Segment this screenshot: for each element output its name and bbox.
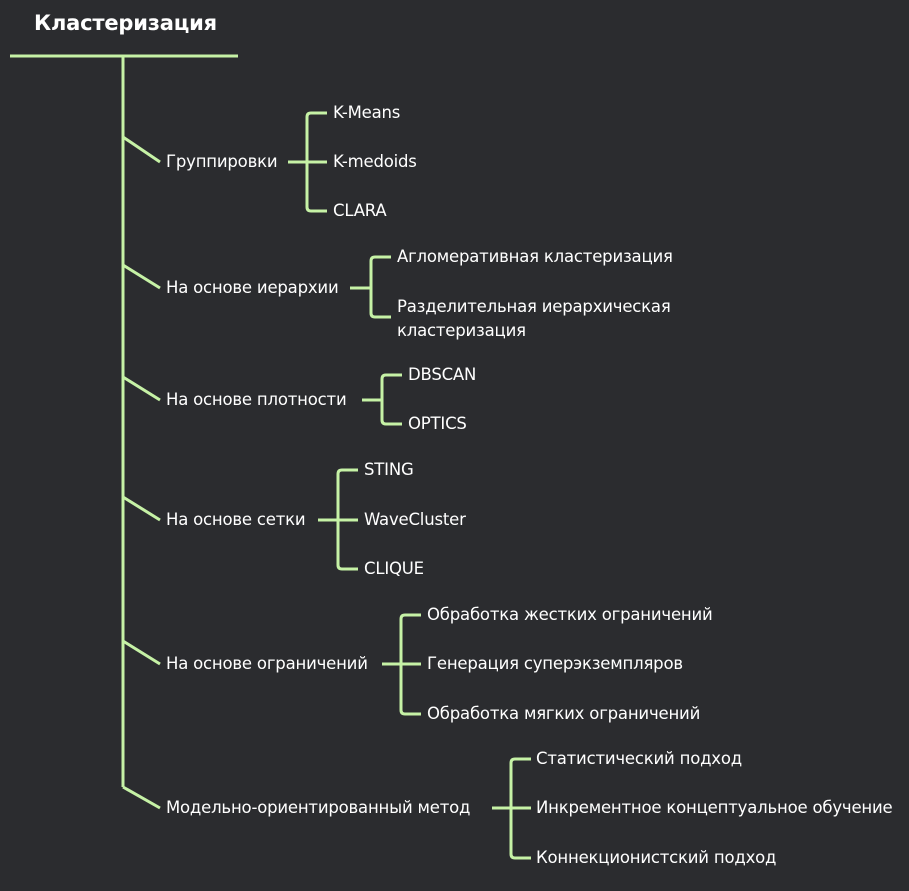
bracket-density	[362, 373, 402, 426]
trunk-link-hierarchy	[122, 263, 161, 290]
branch-model-based: Модельно-ориентированный метод	[166, 798, 471, 817]
bracket-model	[492, 757, 531, 860]
leaf-k-medoids: K-medoids	[333, 152, 417, 171]
branch-grouping: Группировки	[166, 152, 278, 171]
leaf-wavecluster: WaveCluster	[364, 510, 466, 529]
leaf-hard-constraints: Обработка жестких ограничений	[427, 605, 713, 624]
leaf-optics: OPTICS	[408, 414, 467, 433]
leaf-clique: CLIQUE	[364, 559, 424, 578]
branch-constraints: На основе ограничений	[166, 654, 368, 673]
branch-hierarchy: На основе иерархии	[166, 278, 339, 297]
trunk-link-grid	[122, 495, 161, 522]
trunk-link-constraints	[122, 639, 161, 666]
leaf-clara: CLARA	[333, 201, 387, 220]
leaf-connectionist: Коннекционистский подход	[536, 848, 777, 867]
leaf-agglomerative: Агломеративная кластеризация	[397, 247, 673, 266]
leaf-sting: STING	[364, 460, 414, 479]
bracket-constraints	[382, 613, 421, 716]
bracket-grouping	[288, 111, 327, 213]
bracket-hierarchy	[350, 255, 391, 319]
leaf-divisive: Разделительная иерархическая кластеризац…	[397, 297, 671, 340]
branch-grid: На основе сетки	[166, 510, 306, 529]
branch-density: На основе плотности	[166, 390, 347, 409]
trunk-link-density	[122, 375, 161, 402]
trunk-link-model	[122, 785, 161, 810]
leaf-dbscan: DBSCAN	[408, 365, 477, 384]
leaf-statistical: Статистический подход	[536, 749, 742, 768]
root-title: Кластеризация	[34, 11, 217, 35]
leaf-k-means: K-Means	[333, 103, 401, 122]
trunk-link-grouping	[122, 135, 161, 164]
leaf-incremental-conceptual: Инкрементное концептуальное обучение	[536, 798, 893, 817]
bracket-grid	[318, 468, 358, 571]
leaf-superinstances: Генерация суперэкземпляров	[427, 654, 683, 673]
leaf-soft-constraints: Обработка мягких ограничений	[427, 704, 701, 723]
